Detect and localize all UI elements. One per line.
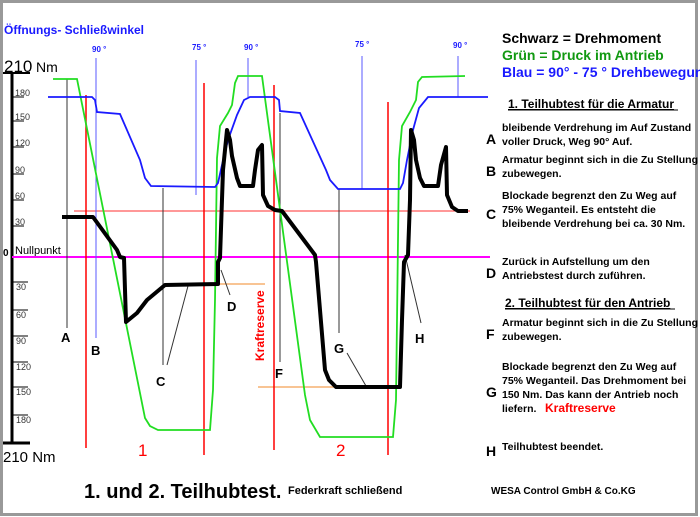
legend-black: Schwarz = Drehmoment	[502, 30, 661, 46]
axis-bottom-label: 210 Nm	[3, 449, 56, 466]
torque-curve	[62, 128, 468, 389]
axis-tick-label: 180	[16, 415, 31, 425]
axis-tick-label: 150	[16, 387, 31, 397]
item-letter: B	[486, 163, 496, 179]
point-label-g: G	[334, 341, 344, 356]
item-letter: H	[486, 443, 496, 459]
zero-name: Nullpunkt	[15, 245, 61, 257]
item-letter: C	[486, 206, 496, 222]
leader-line-h	[404, 254, 422, 324]
axis-tick-label: 30	[15, 217, 25, 227]
item-text-line: Blockade begrenzt den Zu Weg auf	[502, 190, 677, 202]
axis-tick-label: 150	[15, 112, 30, 122]
leader-line-d	[220, 269, 231, 296]
item-text-line: bleibende Verdrehung bei ca. 30 Nm.	[502, 218, 685, 230]
point-label-a: A	[61, 330, 71, 345]
item-letter: D	[486, 265, 496, 281]
item-text-line: liefern.	[502, 403, 537, 415]
phase-label-2: 2	[336, 441, 345, 460]
axis-tick-label: 90	[16, 336, 26, 346]
item-text-line: Teilhubtest beendet.	[502, 441, 603, 453]
footer-subtitle: Federkraft schließend	[288, 485, 402, 497]
item-text-line: Blockade begrenzt den Zu Weg auf	[502, 361, 677, 373]
angle-marker-label: 75 °	[192, 43, 206, 52]
angle-marker-label: 90 °	[244, 43, 258, 52]
angle-marker-label: 75 °	[355, 40, 369, 49]
leader-line-g	[346, 352, 367, 387]
item-text-line: Armatur beginnt sich in die Zu Stellung	[502, 317, 698, 329]
legend-green: Grün = Druck im Antrieb	[502, 47, 664, 63]
axis-tick-label: 30	[16, 282, 26, 292]
item-text-line: zubewegen.	[502, 168, 562, 180]
axis-tick-label: 120	[16, 362, 31, 372]
section1-title: 1. Teilhubtest für die Armatur	[508, 97, 674, 111]
footer-title: 1. und 2. Teilhubtest.	[84, 481, 281, 503]
item-text-line: Zurück in Aufstellung um den	[502, 256, 650, 268]
point-label-h: H	[415, 331, 424, 346]
item-text-line: 75% Weganteil. Es entsteht die	[502, 204, 656, 216]
leader-line-c	[166, 285, 189, 366]
phase-label-1: 1	[138, 441, 147, 460]
axis-tick-label: 90	[15, 165, 25, 175]
footer-company: WESA Control GmbH & Co.KG	[491, 486, 636, 497]
legend-blue: Blau = 90° - 75 ° Drehbewegung	[502, 64, 700, 80]
kraftreserve-vertical-label: Kraftreserve	[253, 290, 267, 361]
angle-marker-label: 90 °	[453, 41, 467, 50]
item-text-line: Armatur beginnt sich in die Zu Stellung	[502, 154, 698, 166]
axis-tick-label: 60	[15, 191, 25, 201]
item-text-line: 75% Weganteil. Das Drehmoment bei	[502, 375, 686, 387]
item-letter: G	[486, 384, 497, 400]
axis-title: Öffnungs- Schließwinkel	[4, 22, 144, 37]
point-label-c: C	[156, 374, 166, 389]
item-letter: A	[486, 131, 496, 147]
item-letter: F	[486, 326, 495, 342]
axis-top-label: 210	[4, 57, 32, 76]
angle-marker-label: 90 °	[92, 45, 106, 54]
item-text-line: bleibende Verdrehung im Auf Zustand	[502, 122, 691, 134]
rotation-curve	[48, 96, 488, 190]
axis-tick-label: 120	[15, 138, 30, 148]
pressure-curve	[53, 75, 466, 438]
section2-title: 2. Teilhubtest für den Antrieb	[505, 296, 670, 310]
point-label-b: B	[91, 343, 100, 358]
zero-label: 0	[3, 248, 9, 259]
item-text-line: voller Druck, Weg 90° Auf.	[502, 136, 632, 148]
point-label-d: D	[227, 299, 236, 314]
item-text-line: Antriebstest durch zuführen.	[502, 270, 646, 282]
axis-tick-label: 180	[15, 88, 30, 98]
kraftreserve-highlight: Kraftreserve	[545, 401, 616, 415]
axis-top-unit: Nm	[36, 59, 58, 75]
item-text-line: zubewegen.	[502, 331, 562, 343]
axis-tick-label: 60	[16, 310, 26, 320]
item-text-line: 150 Nm. Das kann der Antrieb noch	[502, 389, 678, 401]
point-label-f: F	[275, 366, 283, 381]
